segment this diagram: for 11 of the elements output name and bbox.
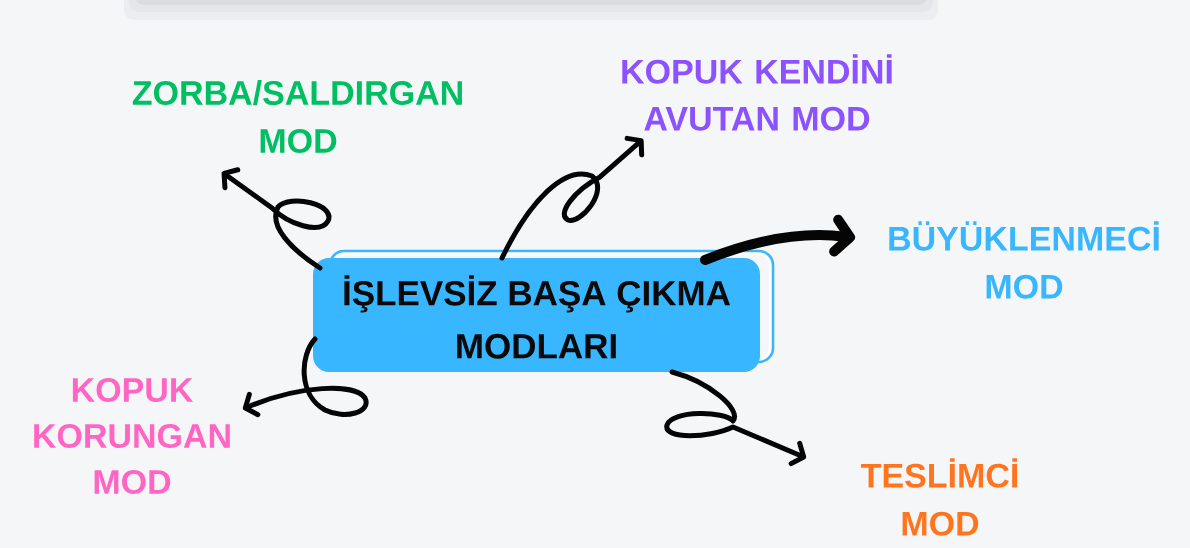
curly-arrow [700, 214, 856, 265]
branch-label: KOPUK KENDİNİ AVUTAN MOD [622, 54, 892, 131]
curly-arrow [221, 167, 332, 271]
curly-arrow [242, 336, 369, 418]
branch-label: ZORBA/SALDIRGAN MOD [132, 80, 462, 153]
branch-label: BÜYÜKLENMECİ MOD [889, 221, 1159, 299]
branch-label: KOPUK KORUNGAN MOD [34, 377, 230, 494]
curly-arrow [664, 369, 807, 467]
central-topic-box: İŞLEVSİZ BAŞA ÇIKMA MODLARI [313, 249, 775, 372]
curly-arrow [499, 135, 645, 261]
branch-label: TESLİMCİ MOD [861, 458, 1018, 536]
